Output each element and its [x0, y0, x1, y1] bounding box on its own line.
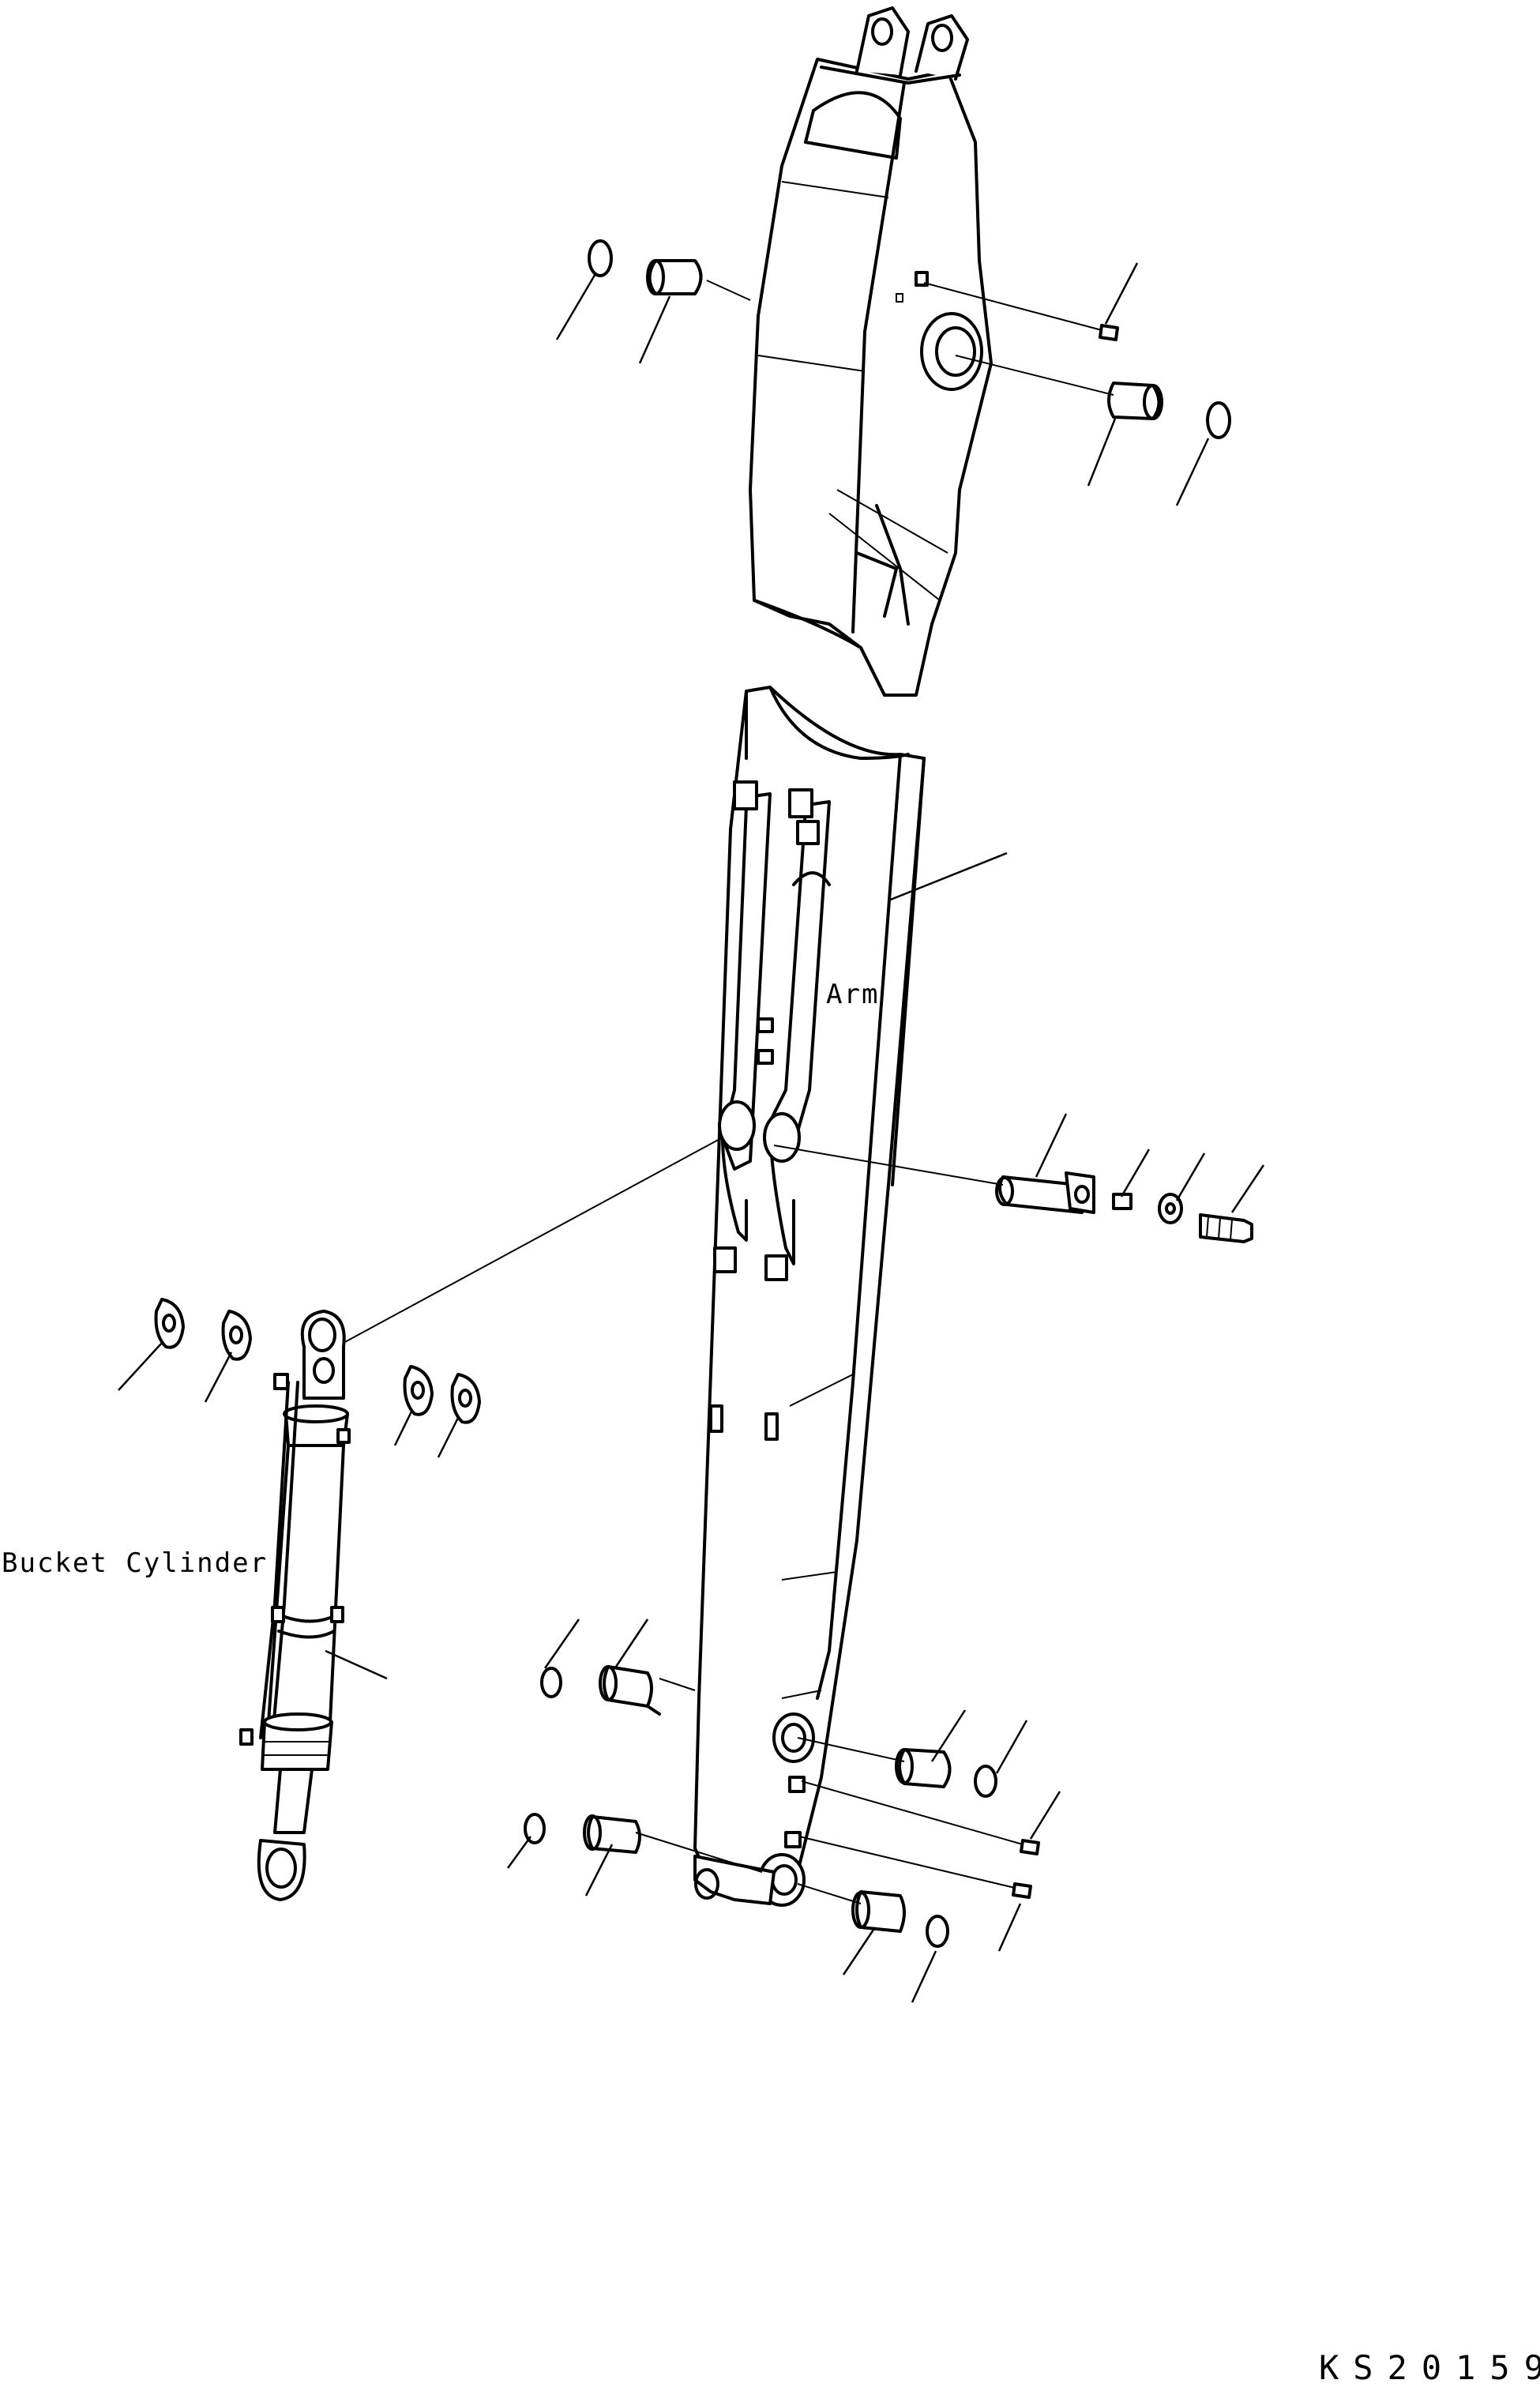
snap-ring-lower-1: [540, 1667, 562, 1698]
snap-ring-top-left: [588, 239, 613, 277]
bolt-middle: [1199, 1213, 1253, 1243]
leader-lines: [118, 262, 1265, 2003]
shim-3: [403, 1365, 434, 1416]
shim-4: [450, 1373, 481, 1424]
bucket-cylinder-label: Bucket Cylinder: [2, 1547, 268, 1579]
washer-middle: [1158, 1193, 1183, 1224]
drawing-code: KS201592: [1319, 2348, 1540, 2387]
snap-ring-top-right: [1206, 401, 1231, 439]
grease-fitting-top: [1099, 324, 1119, 341]
shim-2: [221, 1310, 252, 1361]
shim-1: [154, 1298, 185, 1349]
grease-fitting-lower-1: [1020, 1839, 1040, 1855]
arm-upper-section: [749, 6, 993, 697]
grease-fitting-lower-2: [1012, 1882, 1032, 1899]
snap-ring-lower-2: [974, 1765, 997, 1798]
snap-ring-lower-4: [926, 1915, 949, 1948]
bushing-top-left: [648, 259, 703, 295]
small-parts: [154, 239, 1253, 1948]
bushing-lower-3: [587, 1815, 641, 1854]
arm-lower-section: [693, 686, 926, 1907]
arm-label: Arm: [826, 979, 879, 1010]
bucket-cylinder: [239, 1310, 351, 1901]
snap-ring-lower-3: [524, 1813, 546, 1844]
bushing-top-right: [1107, 382, 1161, 420]
